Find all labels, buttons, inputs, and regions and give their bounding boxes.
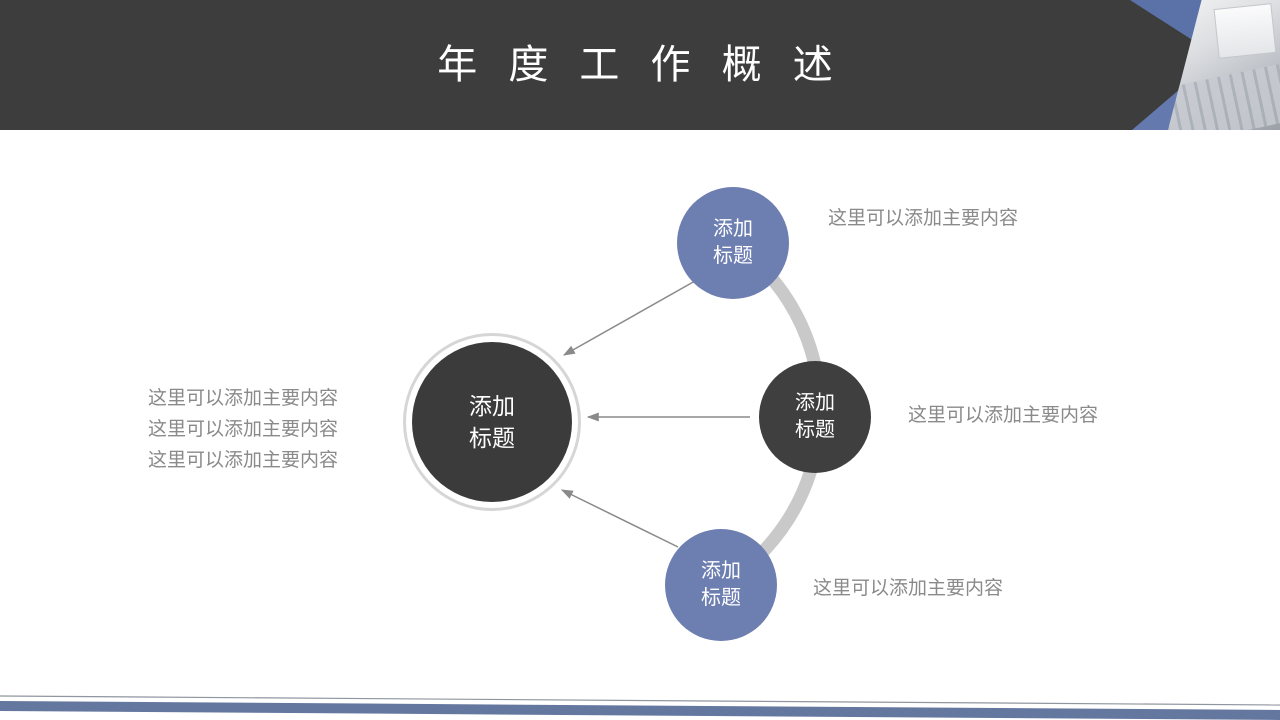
center-circle-label-line1: 添加 (469, 392, 515, 419)
arrow-top-to-center (562, 280, 696, 356)
node-top-label-line2: 标题 (713, 245, 753, 267)
node-right-label-line2: 标题 (795, 419, 835, 441)
note-bottom: 这里可以添加主要内容 (813, 578, 1004, 599)
node-bottom-label-line1: 添加 (701, 560, 741, 582)
center-circle-ring (403, 333, 581, 511)
node-circle-bottom: 添加 标题 (665, 529, 777, 641)
note-right: 这里可以添加主要内容 (908, 405, 1099, 426)
node-bottom-label-line2: 标题 (701, 587, 741, 609)
node-right-label-line1: 添加 (795, 392, 835, 414)
footer-thin-line (0, 695, 1280, 706)
laptop-keyboard-shape (1168, 64, 1280, 130)
center-note-line: 这里可以添加主要内容 (148, 388, 339, 409)
footer-decoration (0, 695, 1280, 720)
corner-decoration (1110, 0, 1280, 130)
node-circle-top: 添加 标题 (677, 187, 789, 299)
center-note-line: 这里可以添加主要内容 (148, 450, 339, 471)
laptop-screen-shape (1213, 3, 1277, 59)
note-top: 这里可以添加主要内容 (828, 208, 1019, 229)
slide-title: 年 度 工 作 概 述 (437, 43, 843, 87)
node-top-label-line1: 添加 (713, 218, 753, 240)
center-note-line: 这里可以添加主要内容 (148, 419, 339, 440)
slide-header: 年 度 工 作 概 述 (0, 0, 1280, 130)
footer-blue-band (0, 701, 1280, 720)
arrow-bottom-to-center (560, 489, 679, 548)
center-circle: 添加 标题 (412, 342, 572, 502)
node-circle-right: 添加 标题 (759, 361, 871, 473)
center-notes-block: 这里可以添加主要内容 这里可以添加主要内容 这里可以添加主要内容 (148, 383, 338, 476)
center-circle-label-line2: 标题 (469, 425, 515, 451)
